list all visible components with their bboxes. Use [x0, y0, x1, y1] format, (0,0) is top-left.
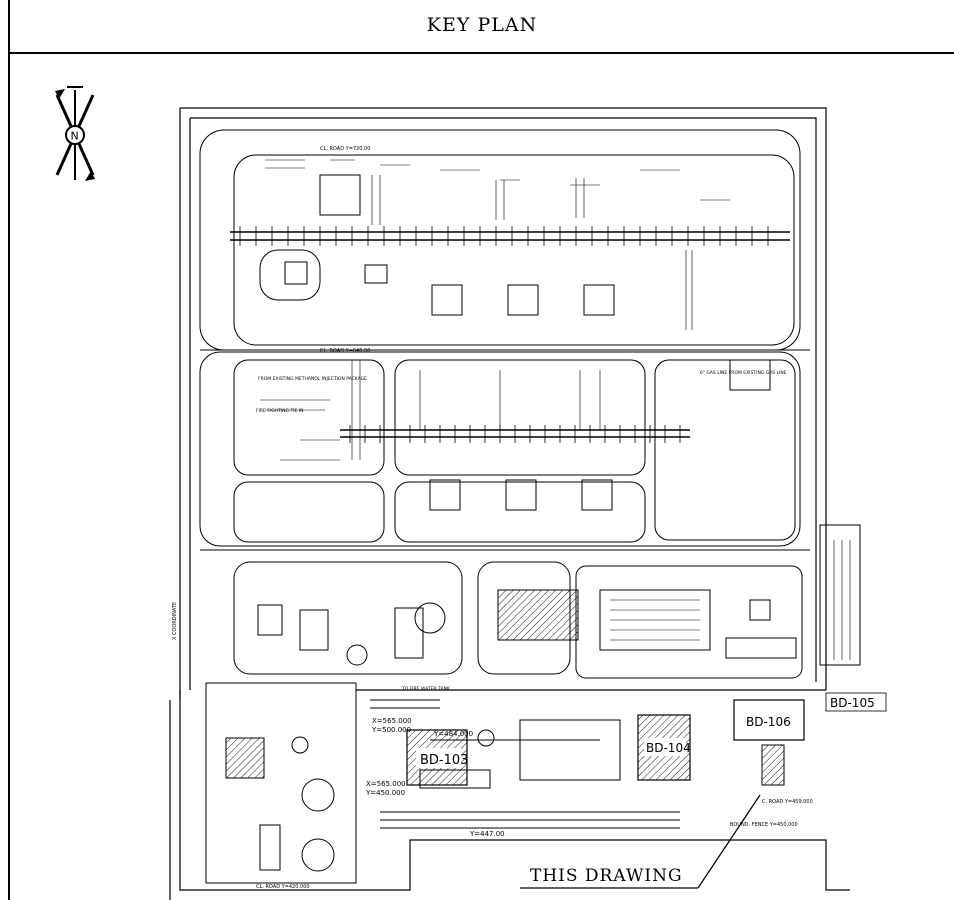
page-title: KEY PLAN [426, 14, 538, 36]
building-bd-104: BD-104 [637, 714, 691, 781]
note-to-fire-water: TO FIRE WATER TANK [401, 686, 451, 692]
north-label: N [71, 130, 79, 143]
lower-left-area [205, 682, 680, 884]
pipe-rack-ticks [239, 226, 769, 443]
coord-y450: Y=450.000 [365, 789, 405, 797]
bd-106-label: BD-106 [746, 715, 791, 729]
road-labels: CL. ROAD Y=720.00 CL. ROAD Y=640.00 CL. … [172, 146, 813, 890]
road-label-mid: CL. ROAD Y=640.00 [320, 348, 370, 354]
coord-y447: Y=447.00 [469, 830, 505, 838]
note-fire-fighting: FIRE FIGHTING TIE IN [256, 408, 304, 414]
note-gas-line: 6" GAS LINE FROM EXISTING GAS LINE [700, 370, 787, 376]
equipment-clusters [257, 174, 861, 666]
road-459-label: C. ROAD Y=459.000 [762, 799, 813, 805]
title-band: KEY PLAN [8, 0, 954, 54]
road-label-bottom: CL. ROAD Y=420.000 [256, 884, 310, 890]
coord-x565-2: X=565.000 [366, 780, 406, 788]
pipe-rack-top [230, 231, 790, 438]
frame-left-border [8, 54, 10, 900]
north-arrow-icon: N [55, 86, 95, 181]
building-bd-106: BD-106 [733, 699, 805, 786]
bd-105-label: BD-105 [830, 696, 875, 710]
bound-fence-label: BOUND. FENCE Y=450.000 [730, 822, 798, 828]
bd-104-label: BD-104 [646, 741, 691, 755]
coord-y484: Y=484.000 [433, 730, 473, 738]
equipment-detail-lines [260, 159, 851, 660]
bd-103-label: BD-103 [420, 753, 468, 768]
plan-notes: FIRE FIGHTING TIE IN TO FIRE WATER TANK … [256, 370, 787, 692]
coordinate-labels: X=565.000 Y=500.000 X=565.000 Y=450.000 … [365, 717, 505, 838]
plot-outlines [199, 129, 810, 679]
hatched-shelter [497, 589, 579, 641]
coord-x565-1: X=565.000 [372, 717, 412, 725]
this-drawing-callout: THIS DRAWING [530, 866, 683, 886]
note-from-existing: FROM EXISTING METHANOL INJECTION PACKAGE [258, 376, 367, 382]
coordinate-axis-label: X COORDINATE [172, 602, 178, 640]
coord-y500: Y=500.000 [371, 726, 411, 734]
building-bd-103: BD-103 [406, 729, 468, 786]
road-label-top: CL. ROAD Y=720.00 [320, 146, 370, 152]
building-bd-105: BD-105 [825, 692, 887, 712]
callout-leader [697, 794, 761, 889]
site-boundary [169, 107, 850, 900]
